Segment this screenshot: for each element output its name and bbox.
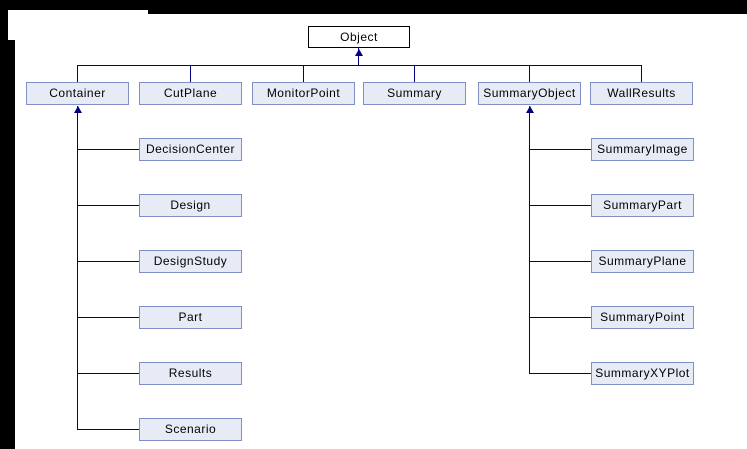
screen-edge-top-left [0,0,148,10]
inheritance-arrow-summaryobject-icon [526,106,534,113]
inheritance-arrow-object-icon [355,49,363,56]
class-node-summaryxyplot[interactable]: SummaryXYPlot [591,362,694,385]
edge-to-part [78,317,139,318]
edge-container-trunk [77,106,78,430]
edge-drop-summaryobject [529,65,530,82]
class-node-cutplane[interactable]: CutPlane [139,82,242,105]
class-node-wallresults[interactable]: WallResults [590,82,693,105]
class-node-summarypart[interactable]: SummaryPart [591,194,694,217]
class-node-scenario[interactable]: Scenario [139,418,242,441]
edge-to-decisioncenter [78,149,139,150]
edge-to-summarypart [530,205,591,206]
edge-to-scenario [78,429,139,430]
edge-to-design [78,205,139,206]
class-node-summaryplane[interactable]: SummaryPlane [591,250,694,273]
class-node-designstudy[interactable]: DesignStudy [139,250,242,273]
class-node-summarypoint[interactable]: SummaryPoint [591,306,694,329]
screen-edge-left [0,40,15,449]
class-node-part[interactable]: Part [139,306,242,329]
edge-root-riser [358,48,359,65]
edge-to-results [78,373,139,374]
class-node-results[interactable]: Results [139,362,242,385]
edge-drop-container [77,65,78,82]
class-node-summaryimage[interactable]: SummaryImage [591,138,694,161]
edge-drop-summary [414,65,415,82]
class-node-summary[interactable]: Summary [363,82,466,105]
edge-summaryobject-trunk [529,106,530,374]
screen-edge-top-right [148,0,747,14]
edge-level1-trunk [77,65,642,66]
edge-drop-monitorpoint [303,65,304,82]
class-node-object: Object [308,26,410,48]
screen-edge-left-upper [0,10,8,40]
edge-to-summarypoint [530,317,591,318]
class-node-design[interactable]: Design [139,194,242,217]
edge-drop-wallresults [641,65,642,82]
inheritance-arrow-container-icon [74,106,82,113]
edge-to-summaryplane [530,261,591,262]
class-node-monitorpoint[interactable]: MonitorPoint [252,82,355,105]
edge-to-summaryimage [530,149,591,150]
class-node-summaryobject[interactable]: SummaryObject [478,82,581,105]
edge-drop-cutplane [190,65,191,82]
class-node-container[interactable]: Container [26,82,129,105]
class-node-decisioncenter[interactable]: DecisionCenter [139,138,242,161]
edge-to-designstudy [78,261,139,262]
edge-to-summaryxyplot [530,373,591,374]
